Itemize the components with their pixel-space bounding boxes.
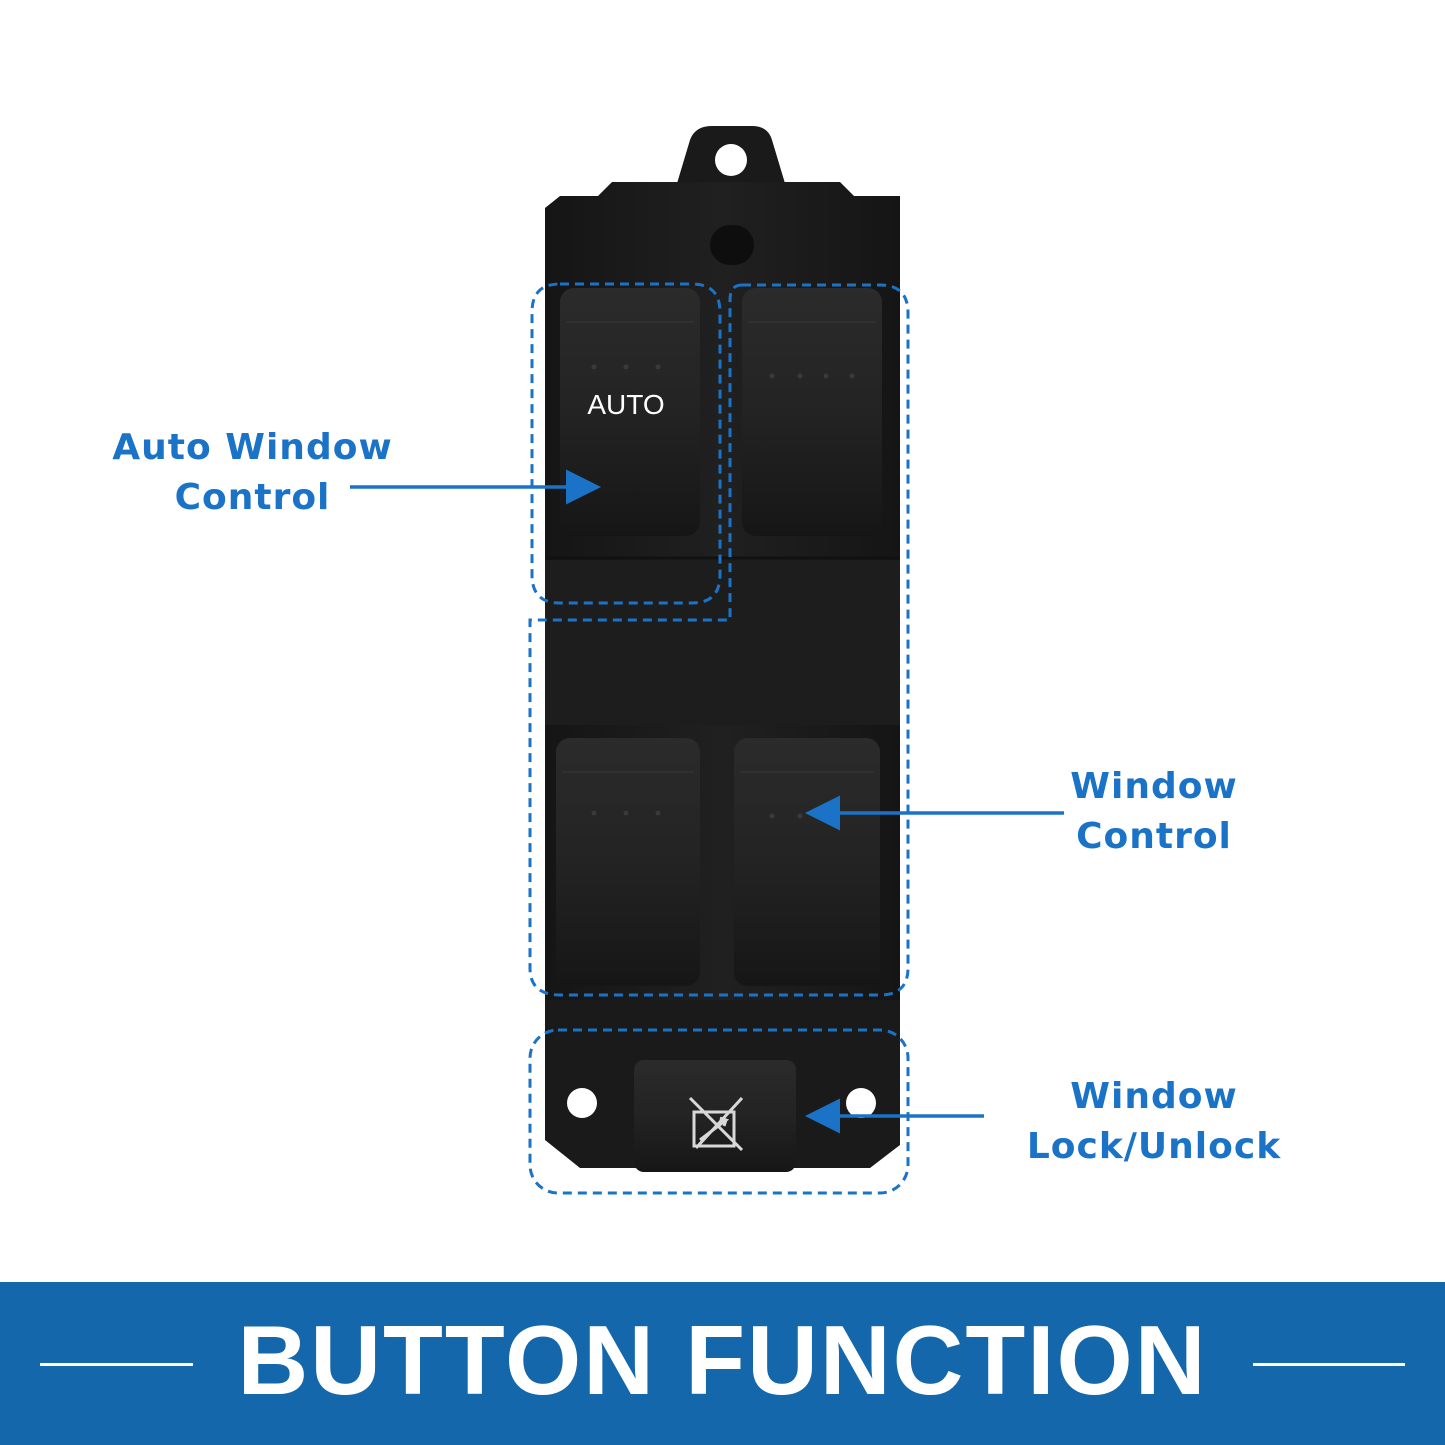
title-banner xyxy=(0,1282,1445,1445)
window-control-label: Window Control xyxy=(1050,762,1258,862)
auto-window-control-line1: Auto Window xyxy=(112,427,393,468)
window-control-highlight xyxy=(528,283,910,997)
window-lock-button[interactable] xyxy=(634,1060,796,1172)
window-button-top-right[interactable] xyxy=(742,288,882,536)
banner-rule-right xyxy=(1253,1363,1405,1366)
auto-window-control-line2: Control xyxy=(174,477,331,518)
banner-title: BUTTON FUNCTION xyxy=(237,1305,1208,1415)
banner-rule-left xyxy=(40,1363,193,1366)
window-lock-highlight xyxy=(528,1028,910,1195)
auto-label: AUTO xyxy=(587,389,664,420)
window-control-line1: Window xyxy=(1070,766,1238,807)
window-switch-illustration: AUTO xyxy=(350,126,1064,1195)
window-lock-label: Window Lock/Unlock xyxy=(1010,1072,1298,1172)
window-lock-line1: Window xyxy=(1070,1076,1238,1117)
auto-window-button[interactable]: AUTO xyxy=(560,288,700,536)
window-lock-icon xyxy=(688,1096,744,1152)
window-lock-line2: Lock/Unlock xyxy=(1026,1126,1282,1167)
window-control-line2: Control xyxy=(1076,816,1232,857)
auto-control-highlight xyxy=(530,282,722,605)
window-button-bottom-left[interactable] xyxy=(556,738,700,986)
auto-window-control-label: Auto Window Control xyxy=(100,423,405,523)
window-button-bottom-right[interactable] xyxy=(734,738,880,986)
mounting-tab-top xyxy=(672,126,790,200)
